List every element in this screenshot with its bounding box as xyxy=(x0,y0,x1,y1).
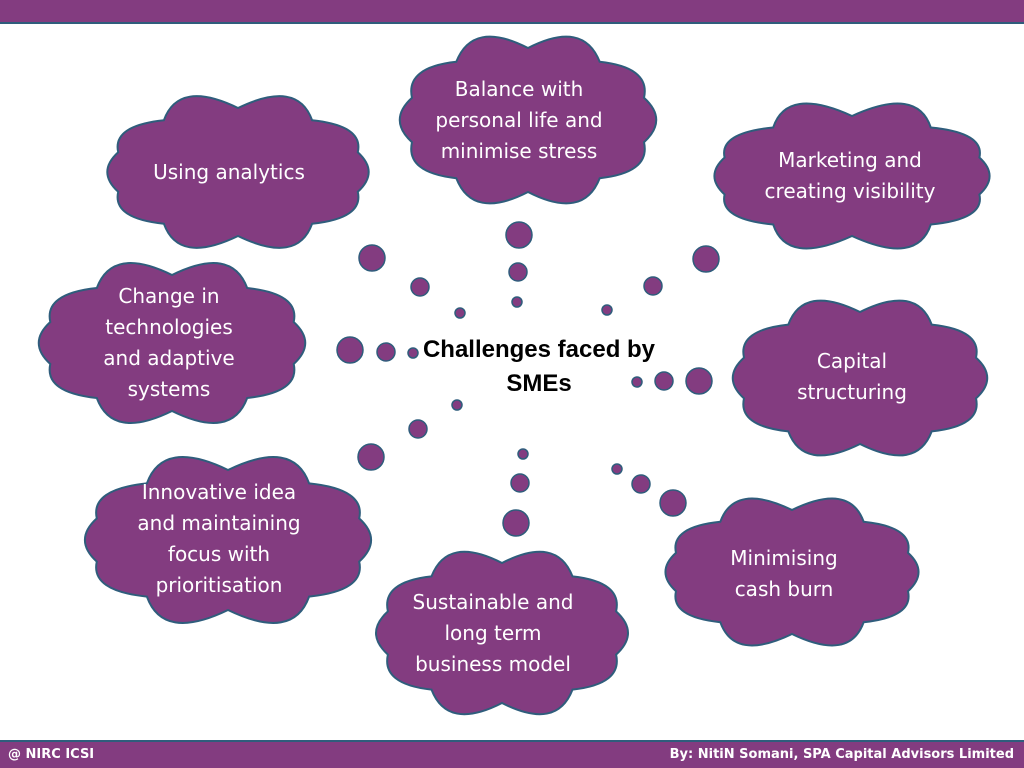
connector-dot xyxy=(508,262,528,282)
bottom-banner: @ NIRC ICSI By: NitiN Somani, SPA Capita… xyxy=(0,740,1024,768)
connector-dot xyxy=(505,221,533,249)
cloud-innovation xyxy=(83,456,373,624)
connector-dot xyxy=(692,245,720,273)
connector-dot xyxy=(631,474,651,494)
connector-dot xyxy=(410,277,430,297)
connector-dot xyxy=(611,463,623,475)
cloud-work-life xyxy=(398,35,658,205)
connector-dot xyxy=(407,347,419,359)
connector-dot xyxy=(454,307,466,319)
footer-right-text: By: NitiN Somani, SPA Capital Advisors L… xyxy=(669,747,1014,762)
connector-dot xyxy=(376,342,396,362)
cloud-label-work-life: Balance with personal life and minimise … xyxy=(435,76,603,163)
cloud-sustainable xyxy=(375,550,629,716)
connector-dot xyxy=(601,304,613,316)
connector-dot xyxy=(659,489,687,517)
cloud-cash-burn xyxy=(664,497,920,647)
connector-dot xyxy=(408,419,428,439)
connector-dot xyxy=(358,244,386,272)
cloud-label-marketing: Marketing and creating visibility xyxy=(764,148,936,203)
connector-dot xyxy=(631,376,643,388)
cloud-label-capital: Capital structuring xyxy=(797,349,907,404)
connector-dot xyxy=(643,276,663,296)
center-title: Challenges faced by SMEs xyxy=(422,336,656,397)
cloud-technologies xyxy=(37,262,307,424)
cloud-label-innovation: Innovative idea and maintaining focus wi… xyxy=(137,480,301,597)
connector-dot xyxy=(451,399,463,411)
connector-dot xyxy=(502,509,530,537)
cloud-capital xyxy=(731,299,989,457)
cloud-label-sustainable: Sustainable and long term business model xyxy=(412,589,574,676)
connector-dot xyxy=(517,448,529,460)
cloud-label-analytics: Using analytics xyxy=(153,159,305,184)
cloud-shapes xyxy=(37,35,991,716)
connector-dot xyxy=(510,473,530,493)
connector-dots xyxy=(336,221,720,537)
cloud-label-cash-burn: Minimising cash burn xyxy=(730,546,838,601)
cloud-label-technologies: Change in technologies and adaptive syst… xyxy=(103,284,235,401)
top-banner xyxy=(0,0,1024,24)
connector-dot xyxy=(654,371,674,391)
footer-left-text: @ NIRC ICSI xyxy=(8,747,95,762)
connector-dot xyxy=(357,443,385,471)
connector-dot xyxy=(685,367,713,395)
connector-dot xyxy=(336,336,364,364)
connector-dot xyxy=(511,296,523,308)
cloud-marketing xyxy=(713,102,991,250)
cloud-analytics xyxy=(106,95,370,249)
